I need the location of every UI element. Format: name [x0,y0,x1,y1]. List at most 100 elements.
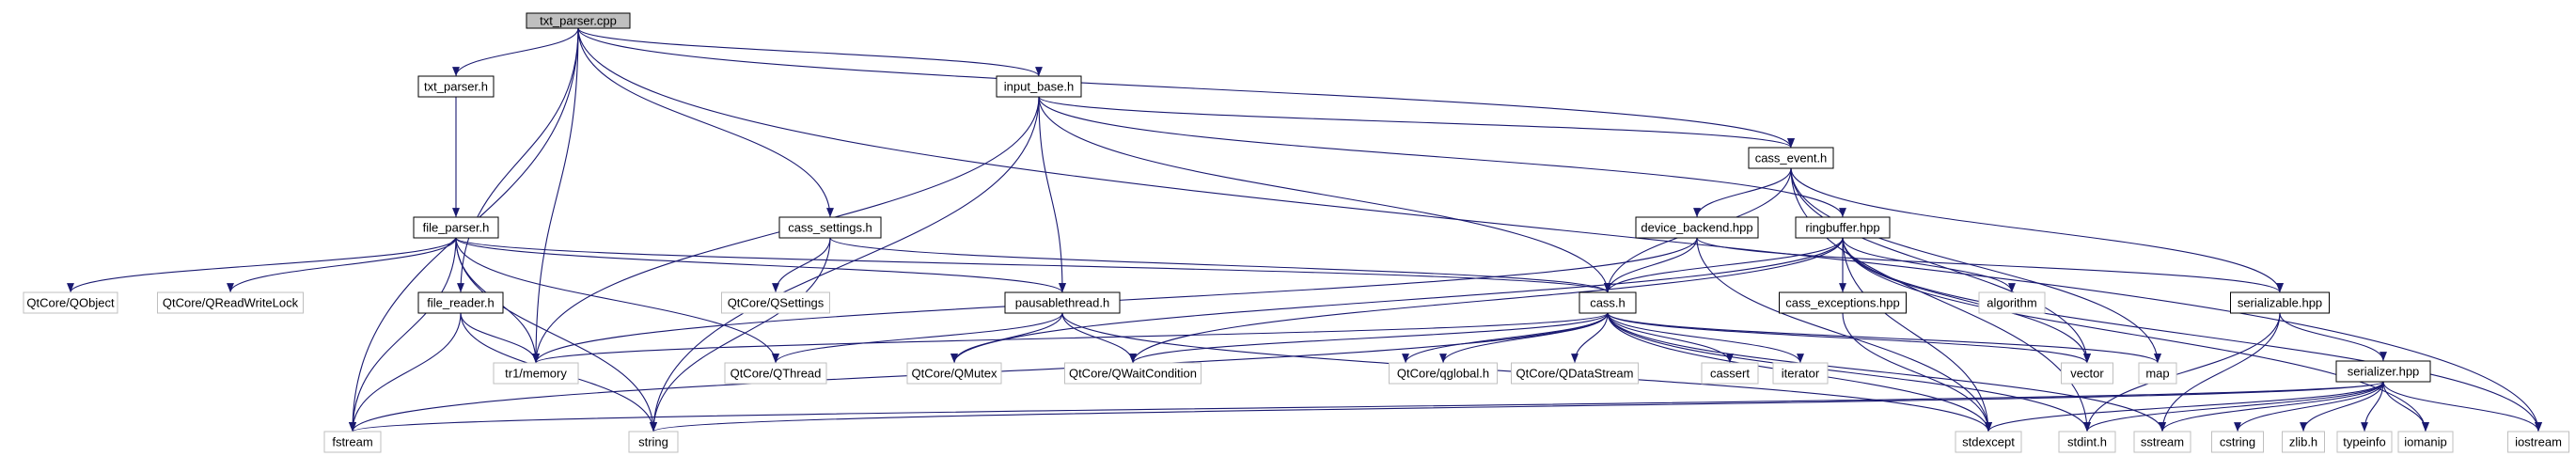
node-label: file_parser.h [423,221,490,235]
node-box [2058,431,2116,453]
node-box [2133,431,2191,453]
node-algorithm: algorithm [1978,291,2046,314]
edge-cass_event_h-to-serializable_hpp [1790,167,2284,293]
edge-cass_h-to-list [1402,312,1609,364]
edge-serializer_hpp-to-stdint [2083,381,2384,432]
node-cass-settings-h[interactable]: cass_settings.h [778,216,882,239]
node-box [1701,362,1759,385]
node-box [2336,431,2393,453]
edge-serializer_hpp-to-sstream [2159,381,2384,432]
node-pausablethread-h[interactable]: pausablethread.h [1004,291,1121,314]
edge-input_base_h-to-string [650,96,1040,432]
node-label: cass_exceptions.hpp [1785,296,1899,310]
node-qdatastream: QtCore/QDataStream [1511,362,1639,385]
edge-cass_exceptions_hpp-to-stdexcept [1842,312,1992,432]
node-label: string [638,435,668,449]
edge-input_base_h-to-ringbuffer_hpp [1038,96,1846,218]
edge-ringbuffer_hpp-to-iostream [1842,237,2542,432]
edge-cass_h-to-cassert [1607,312,1734,364]
node-sstream: sstream [2133,431,2191,453]
edge-txt_parser_cpp-to-cass_event_h [577,27,1795,149]
node-ringbuffer-hpp[interactable]: ringbuffer.hpp [1795,216,1891,239]
node-box [1748,147,1834,169]
node-box [2507,431,2569,453]
node-box [1511,362,1639,385]
edge-cass_settings_h-to-cass_h [829,237,1611,293]
node-iterator: iterator [1772,362,1829,385]
edge-serializable_hpp-to-stdint [2083,312,2281,432]
node-cass-exceptions-hpp[interactable]: cass_exceptions.hpp [1779,291,1907,314]
node-box [1978,291,2046,314]
node-stdint: stdint.h [2058,431,2116,453]
edge-input_base_h-to-cass_h [1038,96,1611,293]
node-input-base-h[interactable]: input_base.h [996,75,1082,98]
dependency-nodes: txt_parser.cpp txt_parser.h input_base.hca… [23,12,2569,453]
node-box [2138,362,2177,385]
node-file-reader-h[interactable]: file_reader.h [417,291,504,314]
edge-cass_h-to-stdint [1607,312,2091,432]
node-box [1389,362,1498,385]
node-txt-parser-h[interactable]: txt_parser.h [417,75,495,98]
node-cass-event-h[interactable]: cass_event.h [1748,147,1834,169]
node-box [1772,362,1829,385]
node-serializer-hpp[interactable]: serializer.hpp [2335,360,2431,383]
node-label: input_base.h [1004,80,1074,94]
node-label: stdexcept [1962,435,2015,449]
node-box [1004,291,1121,314]
node-label: typeinfo [2343,435,2386,449]
edge-file_parser_h-to-qthread [455,237,779,364]
node-box [2282,431,2325,453]
node-file-parser-h[interactable]: file_parser.h [413,216,499,239]
edge-device_backend_hpp-to-stdexcept [1696,237,1992,432]
node-qmutex: QtCore/QMutex [906,362,1002,385]
edge-ringbuffer_hpp-to-iomanip [1842,237,2429,432]
node-box [628,431,679,453]
node-label: QtCore/qglobal.h [1397,367,1489,381]
edge-cass_h-to-vector [1607,312,2091,364]
node-device-backend-hpp[interactable]: device_backend.hpp [1635,216,1759,239]
edge-serializer_hpp-to-stdexcept [1985,381,2384,432]
edge-cass_h-to-tr1_memory [532,312,1609,364]
node-label: QtCore/QWaitCondition [1069,367,1197,381]
node-label: cass_event.h [1755,151,1828,165]
node-box [323,431,382,453]
node-qreadwritelock: QtCore/QReadWriteLock [157,291,304,314]
edge-serializer_hpp-to-zlib [2300,381,2384,432]
edge-input_base_h-to-pausablethread_h [1038,96,1066,293]
edge-file_reader_h-to-fstream [349,312,462,432]
node-box [996,75,1082,98]
node-qsettings: QtCore/QSettings [721,291,830,314]
node-typeinfo: typeinfo [2336,431,2393,453]
node-label: ringbuffer.hpp [1805,221,1879,235]
edge-file_parser_h-to-qreadwritelock [227,237,457,293]
edge-ringbuffer_hpp-to-vector [1842,237,2091,364]
node-label: zlib.h [2289,435,2317,449]
node-cass-h[interactable]: cass.h [1579,291,1637,314]
node-txt-parser-cpp[interactable]: txt_parser.cpp [526,12,631,29]
edge-serializable_hpp-to-serializer_hpp [2279,312,2387,362]
node-tr1-memory: tr1/memory [493,362,579,385]
node-box [1579,291,1637,314]
node-label: cassert [1710,367,1750,381]
node-box [1779,291,1907,314]
edge-serializer_hpp-to-cstring [2234,381,2384,432]
node-label: sstream [2141,435,2184,449]
node-box [157,291,304,314]
node-box [417,291,504,314]
node-label: QtCore/QThread [730,367,822,381]
dependency-edges [67,27,2542,432]
node-box [413,216,499,239]
edge-cass_event_h-to-device_backend_hpp [1693,167,1792,218]
node-label: QtCore/QReadWriteLock [163,296,299,310]
edge-serializer_hpp-to-iomanip [2382,381,2429,432]
node-label: cstring [2220,435,2255,449]
node-map: map [2138,362,2177,385]
node-box [2397,431,2454,453]
edge-serializer_hpp-to-string [650,381,2384,432]
node-stdexcept: stdexcept [1955,431,2022,453]
edge-cass_settings_h-to-string [650,237,831,432]
node-serializable-hpp[interactable]: serializable.hpp [2230,291,2330,314]
node-label: iomanip [2404,435,2447,449]
edge-cass_h-to-iterator [1607,312,1804,364]
node-iostream: iostream [2507,431,2569,453]
